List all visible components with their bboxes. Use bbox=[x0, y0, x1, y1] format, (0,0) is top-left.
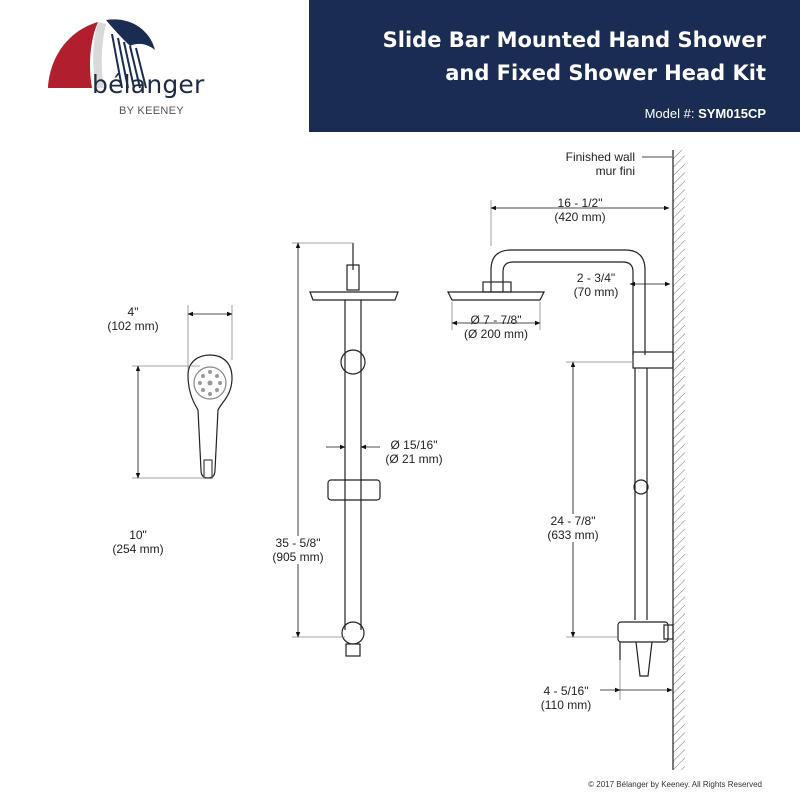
model-value: SYM015CP bbox=[698, 106, 766, 121]
copyright-notice: © 2017 Bélanger by Keeney. All Rights Re… bbox=[588, 780, 762, 789]
model-number: Model #: SYM015CP bbox=[645, 106, 766, 121]
bar-height-imperial: 35 - 5/8" bbox=[275, 536, 321, 550]
hand-width-label: 4" (102 mm) bbox=[100, 305, 166, 333]
hand-length-metric: (254 mm) bbox=[112, 542, 164, 556]
slide-bar bbox=[309, 243, 399, 657]
finished-wall-label-fr: mur fini bbox=[595, 164, 635, 178]
offset-label: 2 - 3/4" (70 mm) bbox=[561, 271, 631, 299]
bar-height-metric: (905 mm) bbox=[272, 550, 324, 564]
valve-offset-label: 4 - 5/16" (110 mm) bbox=[530, 684, 602, 712]
finished-wall-label: Finished wall mur fini bbox=[540, 150, 635, 178]
hand-width-imperial: 4" bbox=[127, 305, 139, 319]
brand-subtitle: BY KEENEY bbox=[119, 105, 184, 117]
riser-height-metric: (633 mm) bbox=[547, 528, 599, 542]
head-diameter-metric: (Ø 200 mm) bbox=[463, 327, 528, 341]
bar-diameter-metric: (Ø 21 mm) bbox=[385, 452, 443, 466]
offset-metric: (70 mm) bbox=[573, 285, 619, 299]
bar-diameter-label: Ø 15/16" (Ø 21 mm) bbox=[378, 438, 450, 466]
riser-height-label: 24 - 7/8" (633 mm) bbox=[536, 514, 610, 542]
model-prefix: Model #: bbox=[644, 106, 695, 121]
head-diameter-label: Ø 7 - 7/8" (Ø 200 mm) bbox=[452, 313, 540, 341]
valve-offset-imperial: 4 - 5/16" bbox=[543, 684, 589, 698]
title-line-1: Slide Bar Mounted Hand Shower bbox=[382, 28, 766, 52]
valve-offset-metric: (110 mm) bbox=[540, 698, 592, 712]
hand-length-label: 10" (254 mm) bbox=[100, 528, 176, 556]
title-banner: Slide Bar Mounted Hand Shower and Fixed … bbox=[309, 0, 800, 132]
bar-height-label: 35 - 5/8" (905 mm) bbox=[263, 536, 333, 564]
arm-width-label: 16 - 1/2" (420 mm) bbox=[535, 196, 625, 224]
riser-height-imperial: 24 - 7/8" bbox=[550, 514, 596, 528]
finished-wall-label-en: Finished wall bbox=[565, 150, 635, 164]
logo-mark-icon bbox=[48, 19, 155, 89]
head-diameter-imperial: Ø 7 - 7/8" bbox=[470, 313, 522, 327]
brand-logo: bélanger BY KEENEY bbox=[40, 10, 240, 130]
hand-shower bbox=[187, 354, 233, 479]
hand-width-metric: (102 mm) bbox=[107, 319, 159, 333]
hand-length-imperial: 10" bbox=[129, 528, 147, 542]
arm-width-metric: (420 mm) bbox=[554, 210, 606, 224]
bar-diameter-imperial: Ø 15/16" bbox=[390, 438, 438, 452]
finished-wall bbox=[672, 150, 685, 770]
offset-imperial: 2 - 3/4" bbox=[576, 271, 616, 285]
brand-name: bélanger bbox=[92, 70, 205, 99]
arm-width-imperial: 16 - 1/2" bbox=[557, 196, 603, 210]
title-line-2: and Fixed Shower Head Kit bbox=[445, 61, 766, 85]
fixed-shower-system bbox=[447, 249, 674, 677]
page-title: Slide Bar Mounted Hand Shower and Fixed … bbox=[326, 24, 766, 90]
